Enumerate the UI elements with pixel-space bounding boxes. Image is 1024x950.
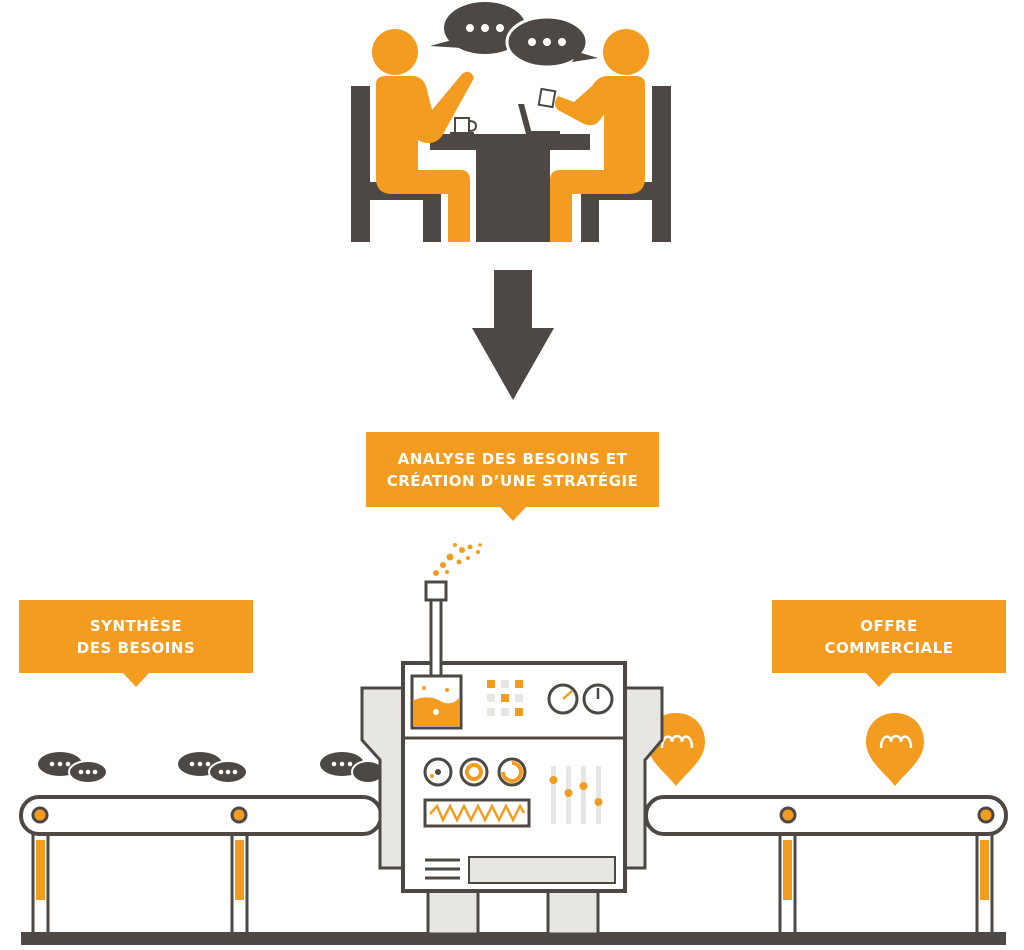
strategy-label-line1: ANALYSE DES BESOINS ET (397, 449, 628, 468)
conveyor-belt-icon (19, 795, 1008, 945)
control-buttons (487, 680, 523, 716)
laptop-icon (518, 104, 560, 135)
speech-bubble-icon (38, 752, 108, 784)
offer-label-line2: COMMERCIALE (824, 638, 954, 657)
smoke-particles (433, 543, 482, 576)
synthesis-label: SYNTHÈSE DES BESOINS (19, 600, 253, 687)
gauge-icon (459, 757, 489, 787)
meeting-scene-icon (351, 2, 671, 242)
speech-bubble-icon (505, 15, 598, 69)
offer-label: OFFRE COMMERCIALE (772, 600, 1006, 687)
table-icon (430, 134, 590, 242)
gauge-icon (423, 757, 453, 787)
person-icon (372, 29, 474, 242)
map-pin-icon (866, 713, 924, 786)
strategy-label: ANALYSE DES BESOINS ET CRÉATION D’UNE ST… (366, 432, 659, 521)
gauge-icon (497, 757, 527, 787)
speech-bubble-icon (320, 752, 385, 784)
gauge-icon (547, 683, 579, 715)
oscilloscope-screen (423, 798, 531, 828)
offer-label-line1: OFFRE (860, 616, 918, 635)
machine-icon (360, 543, 664, 936)
synthesis-label-line1: SYNTHÈSE (89, 616, 183, 635)
speech-bubble-icon (430, 2, 526, 54)
mug-icon (450, 117, 478, 135)
gauge-icon (582, 683, 614, 715)
slider-controls (549, 766, 603, 824)
person-icon (550, 29, 649, 242)
mug-icon (537, 87, 557, 109)
synthesis-label-line2: DES BESOINS (76, 638, 196, 657)
speech-bubble-icon (178, 752, 248, 784)
strategy-label-line2: CRÉATION D’UNE STRATÉGIE (386, 471, 639, 490)
down-arrow-icon (472, 270, 554, 400)
